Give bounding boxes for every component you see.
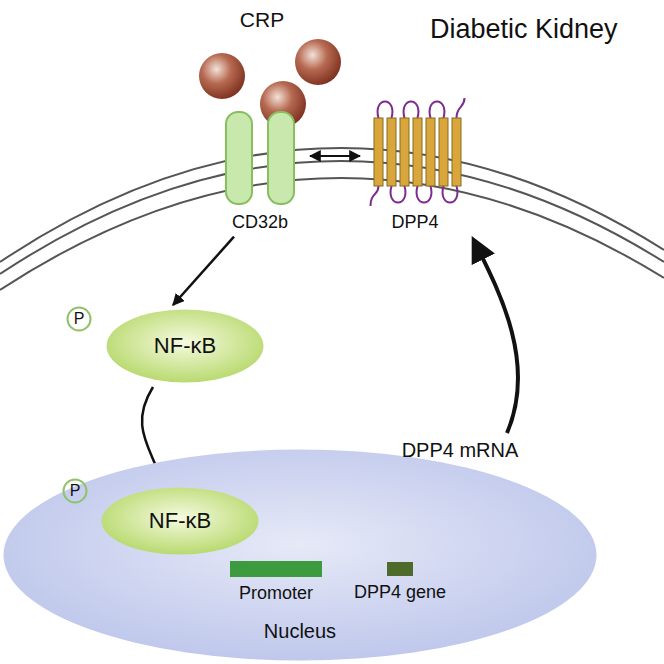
cell-membrane (0, 178, 664, 290)
node-label: NF-κB (154, 333, 216, 358)
node-label: P (70, 482, 81, 500)
nfkb-ellipse (102, 488, 259, 555)
transcription-factor: NF-κBP (105, 308, 265, 384)
receptor-chain (226, 112, 252, 204)
phosphate-ring (68, 308, 91, 331)
node-label: DPP4 (362, 212, 468, 233)
node-label: DPP4 mRNA (402, 439, 519, 462)
tissue-label: Diabetic Kidney (430, 14, 618, 45)
phosphate-ring (64, 480, 87, 503)
protein-node: DPP4 (362, 96, 468, 233)
dna-element: DPP4 gene (354, 562, 446, 603)
transcript-node: DPP4 mRNA (395, 436, 525, 464)
transmembrane-helix (413, 118, 422, 186)
dna-segment (230, 561, 322, 577)
crp-molecule (295, 39, 341, 85)
arrow-connector (474, 241, 518, 433)
transmembrane-helix (400, 118, 409, 186)
nucleus: NucleusDPP4 mRNANF-κBPPromoterDPP4 gene (2, 448, 598, 662)
transmembrane-helix (439, 118, 448, 186)
crp-molecule (199, 53, 245, 99)
node-label: NF-κB (149, 508, 211, 533)
node-label: P (74, 310, 85, 328)
dpp4-protein (362, 96, 468, 208)
molecule-label: CRP (240, 8, 284, 32)
node-label: Promoter (239, 583, 313, 604)
node-label: DPP4 gene (354, 582, 446, 603)
arrow-connector (173, 237, 234, 305)
node-label: CD32b (212, 212, 308, 233)
dna-segment (387, 562, 413, 576)
node-label: Nucleus (2, 620, 598, 643)
transmembrane-helix (452, 118, 461, 186)
transmembrane-helix (426, 118, 435, 186)
transcription-factor: NF-κBP (100, 486, 260, 556)
cell-membrane (0, 148, 664, 262)
protein-loop (371, 98, 465, 206)
nfkb-ellipse (107, 310, 264, 383)
phosphate-circle: P (62, 478, 88, 504)
transmembrane-helix (374, 118, 383, 186)
dna-element: Promoter (230, 561, 322, 604)
phosphate-circle: P (66, 306, 92, 332)
receptor-chain (268, 112, 294, 204)
receptor-node: CD32b (212, 110, 308, 233)
arrow-connector (310, 155, 360, 157)
cd32b-receptor (212, 110, 308, 208)
transmembrane-helix (387, 118, 396, 186)
